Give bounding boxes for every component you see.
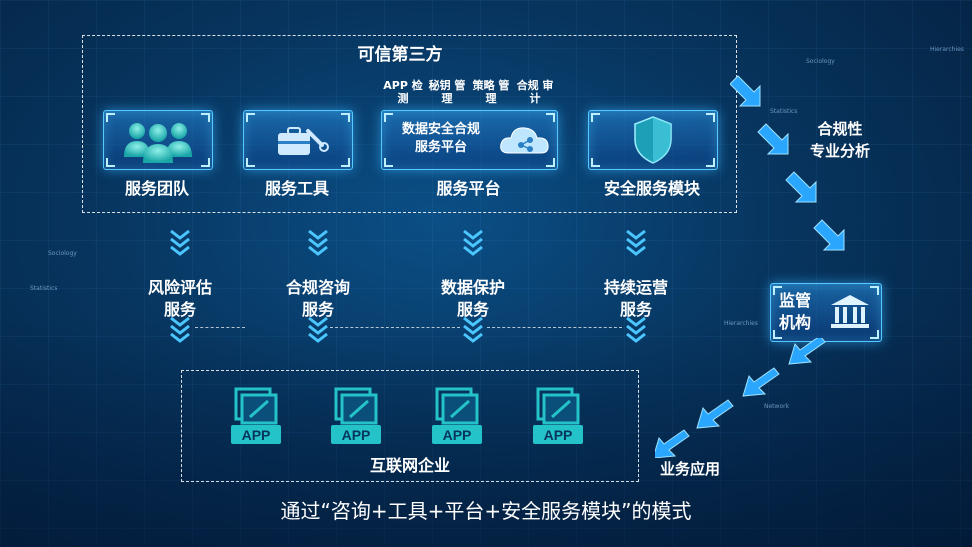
toolbox-icon [278,127,329,155]
app-icon: APP [231,387,281,444]
card-corner [384,113,393,122]
service-label: 风险评估 服务 [147,278,212,319]
down-chevrons-icon [463,229,483,343]
down-chevrons-icon [308,229,328,343]
regulator-card: 监管 机构 [770,283,882,342]
down-chevrons-icon [626,229,646,343]
card-corner [201,113,210,122]
card-corner [246,113,255,122]
platform-tag: 合规 审计 [516,79,554,105]
card-corner [773,286,782,295]
down-chevrons-icon [170,229,190,343]
platform-tag: APP 检测 [383,79,423,105]
team-icon [124,123,192,163]
caption: 通过“咨询+工具+平台+安全服务模块”的模式 [280,499,692,523]
bg-word: Network [764,403,790,410]
card-corner [341,158,350,167]
card-corner [870,286,879,295]
card-corner [384,158,393,167]
card-corner [706,113,715,122]
card-corner [341,113,350,122]
platform-tag: 秘钥 管理 [428,79,466,105]
bg-word: Statistics [30,285,58,292]
service-team-card [103,110,213,170]
diagonal-arrows-icon [730,75,845,251]
card-corner [546,113,555,122]
background-floor [0,317,972,547]
card-corner [106,158,115,167]
trusted-third-party-group [82,35,737,213]
bg-word: Hierarchies [724,320,758,327]
institution-icon [831,295,869,328]
service-label: 数据保护 服务 [440,278,505,319]
diagonal-arrows-icon [655,338,826,458]
bg-word: Sociology [806,58,835,65]
platform-tag: 策略 管理 [472,79,510,105]
card-corner [546,158,555,167]
card-corner [246,158,255,167]
platform-inner-text: 数据安全合规 服务平台 [401,122,480,155]
card-corner [706,158,715,167]
group-title: 可信第三方 [357,45,443,65]
shield-icon [634,116,672,164]
service-platform-card: 数据安全合规 服务平台 [381,110,558,170]
business-application-label: 业务应用 [659,460,720,478]
card-corner [591,113,600,122]
connector-line [487,327,622,328]
compliance-analysis-label: 合规性 专业分析 [809,120,870,160]
app-icon: APP [331,387,381,444]
service-label: 持续运营 服务 [603,278,668,319]
card-corner [201,158,210,167]
service-label: 合规咨询 服务 [285,278,350,319]
service-tools-label: 服务工具 [264,179,329,198]
app-icon: APP [533,387,583,444]
security-module-label: 安全服务模块 [603,179,700,198]
app-icon-text: APP [443,427,472,443]
connector-line [330,327,460,328]
app-icon-text: APP [544,427,573,443]
bg-word: Statistics [770,108,798,115]
connector-line [195,327,245,328]
internet-enterprise-group [181,370,639,482]
card-corner [773,330,782,339]
service-team-label: 服务团队 [124,179,189,198]
card-corner [870,330,879,339]
service-platform-label: 服务平台 [436,179,501,198]
regulator-label: 监管 机构 [779,291,812,332]
app-icon-text: APP [342,427,371,443]
cloud-icon [500,127,549,154]
card-corner [106,113,115,122]
internet-enterprise-label: 互联网企业 [369,456,450,475]
card-corner [591,158,600,167]
security-module-card [588,110,718,170]
bg-word: Sociology [48,250,77,257]
app-icon-text: APP [242,427,271,443]
bg-word: Hierarchies [930,46,964,53]
app-icon: APP [432,387,482,444]
service-tools-card [243,110,353,170]
